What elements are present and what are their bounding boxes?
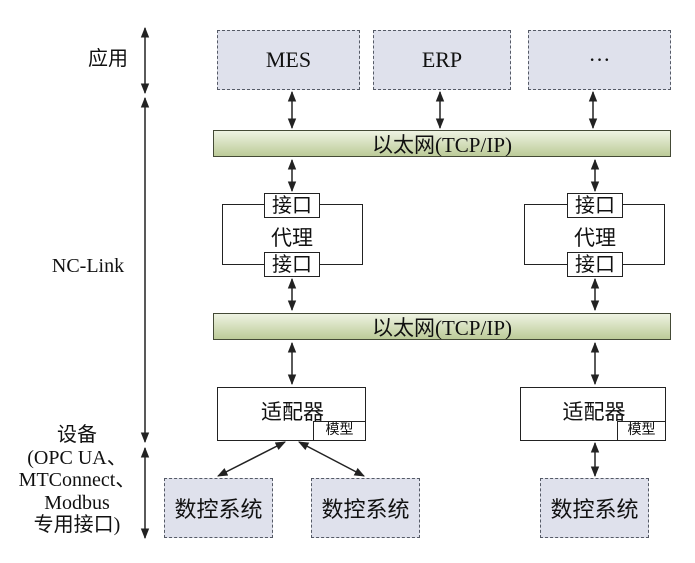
adapter-right-label: 适配器	[562, 400, 626, 424]
device-line-2: (OPC UA、	[27, 446, 127, 469]
controller-box-3: 数控系统	[540, 478, 649, 538]
agent-right-interface-bottom: 接口	[567, 252, 623, 277]
adapter-box-left: 适配器 模型	[217, 387, 366, 441]
arrow-adapter-controller-2	[298, 441, 365, 477]
device-line-4: Modbus	[44, 491, 110, 514]
agent-left-interface-bottom: 接口	[264, 252, 320, 277]
agent-left-interface-top: 接口	[264, 193, 320, 218]
app-box-mes: MES	[217, 30, 360, 90]
layer-label-application: 应用	[88, 48, 128, 70]
app-box-more: ···	[528, 30, 671, 90]
adapter-left-label: 适配器	[261, 400, 324, 424]
ethernet-bus-lower: 以太网(TCP/IP)	[213, 313, 671, 340]
adapter-box-right: 适配器 模型	[520, 387, 666, 441]
agent-left-label: 代理	[271, 226, 313, 250]
device-line-3: MTConnect、	[18, 469, 136, 491]
agent-right-interface-top: 接口	[567, 193, 623, 218]
arrow-adapter-controller-1	[217, 441, 286, 477]
app-box-erp: ERP	[373, 30, 511, 90]
agent-right-label: 代理	[574, 226, 616, 250]
layer-label-device: 设备 (OPC UA、 MTConnect、 Modbus 专用接口)	[8, 424, 146, 537]
adapter-left-model: 模型	[313, 421, 365, 440]
layer-label-nclink: NC-Link	[51, 255, 125, 277]
adapter-right-model: 模型	[617, 421, 665, 440]
controller-box-2: 数控系统	[311, 478, 420, 538]
device-line-1: 设备	[57, 424, 97, 446]
ethernet-bus-upper: 以太网(TCP/IP)	[213, 130, 671, 157]
device-line-5: 专用接口)	[33, 514, 121, 536]
controller-box-1: 数控系统	[164, 478, 273, 538]
